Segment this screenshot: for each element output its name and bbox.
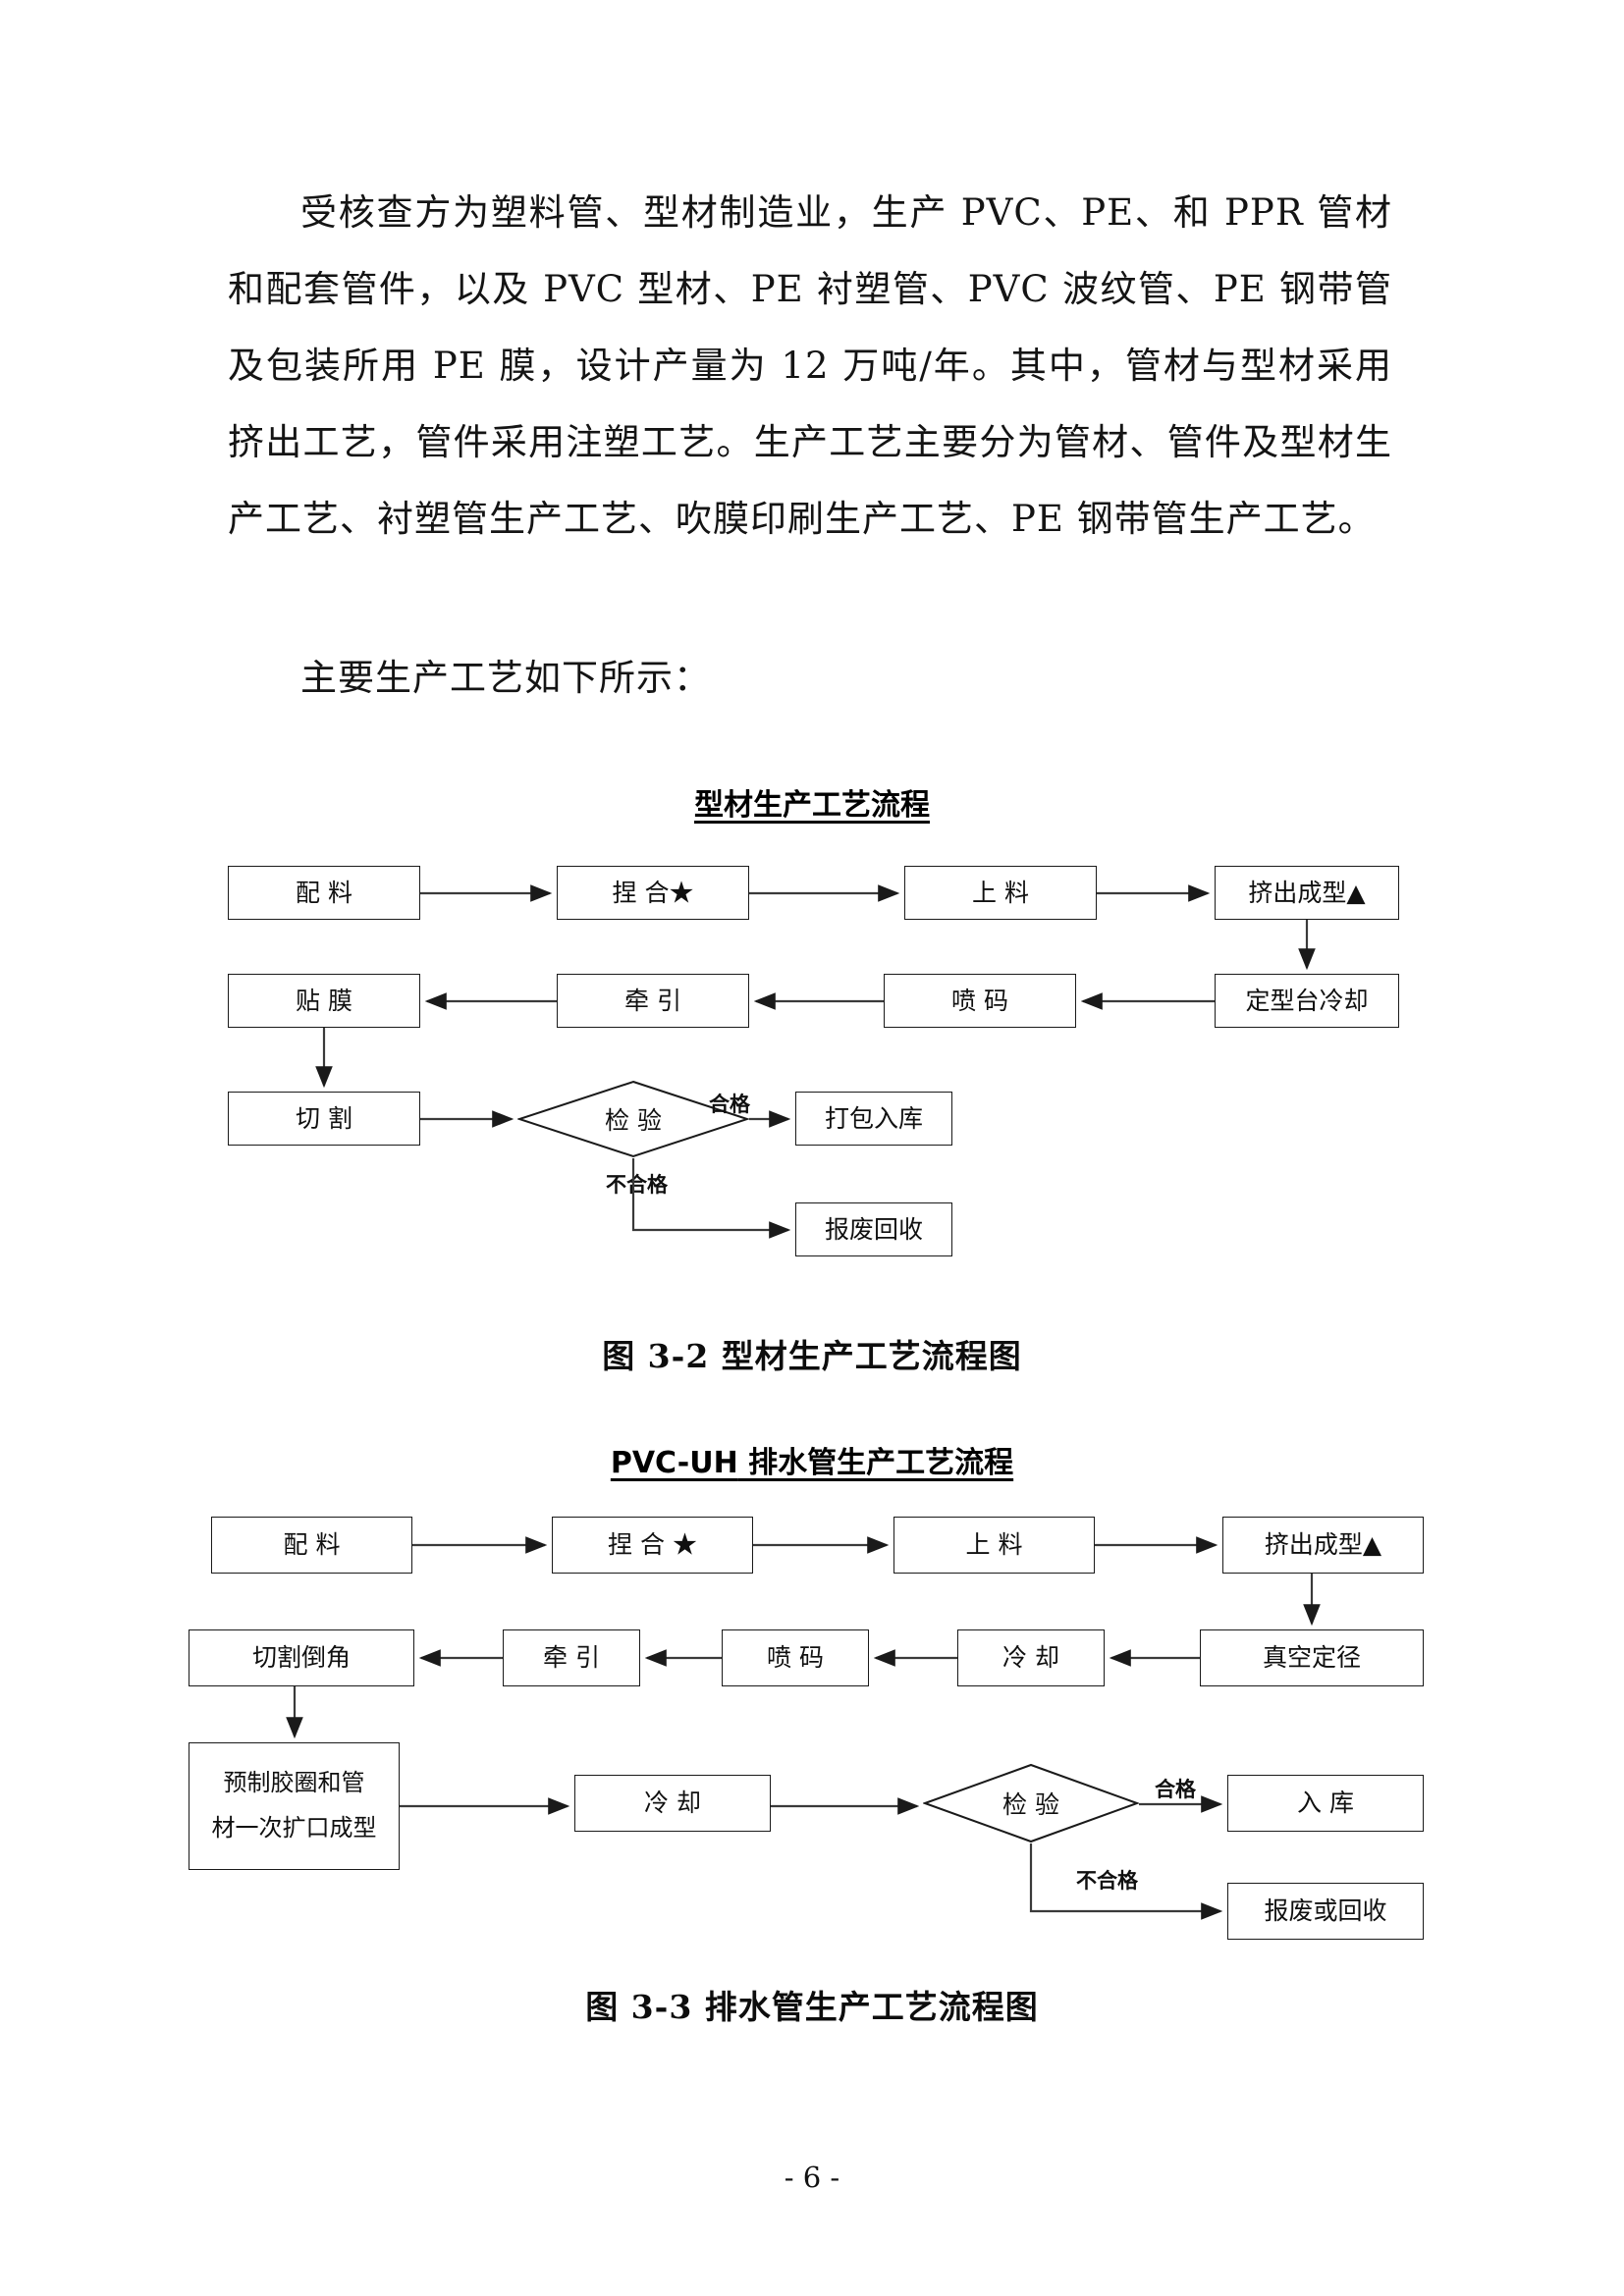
node-dingxingtailengque-1: 定型台冷却 bbox=[1215, 974, 1399, 1028]
figure-2-connectors bbox=[286, 1536, 1321, 1920]
node-baofeihuohuishou-2: 报废或回收 bbox=[1227, 1883, 1424, 1940]
node-qianyin-1: 牵 引 bbox=[557, 974, 749, 1028]
node-lengque-2b: 冷 却 bbox=[574, 1775, 771, 1832]
node-jianyan-diamond-1: 检 验 bbox=[517, 1080, 749, 1158]
node-tiemo-1: 贴 膜 bbox=[228, 974, 420, 1028]
edge-label-pass-2: 合格 bbox=[1155, 1778, 1196, 1801]
node-peiliao-2: 配 料 bbox=[211, 1517, 412, 1574]
figure-2-title-rest: 排水管生产工艺流程 bbox=[737, 1446, 1014, 1480]
node-dabaoruku-1: 打包入库 bbox=[795, 1092, 952, 1146]
node-niehe-1: 捏 合★ bbox=[557, 866, 749, 920]
node-baofeihuishou-1: 报废回收 bbox=[795, 1202, 952, 1256]
node-yuzhijiaoquan-2: 预制胶圈和管 材一次扩口成型 bbox=[189, 1742, 400, 1870]
body-paragraph-1: 受核查方为塑料管、型材制造业，生产 PVC、PE、和 PPR 管材和配套管件，以… bbox=[228, 191, 1392, 540]
node-yuzhijiaoquan-line1: 预制胶圈和管 bbox=[223, 1769, 365, 1797]
figure-1-flowchart: 型材生产工艺流程 配 料 捏 合★ 上 料 挤出成型▲ 贴 膜 牵 引 喷 码 … bbox=[228, 788, 1399, 1256]
figure-1-connectors bbox=[315, 884, 1316, 1239]
page-number: - 6 - bbox=[784, 2161, 840, 2194]
node-penma-2: 喷 码 bbox=[722, 1629, 869, 1686]
node-shangliao-2: 上 料 bbox=[893, 1517, 1095, 1574]
node-zhenkongdingjing-2: 真空定径 bbox=[1200, 1629, 1424, 1686]
node-qiege-1: 切 割 bbox=[228, 1092, 420, 1146]
edge-label-fail-2: 不合格 bbox=[1076, 1869, 1138, 1893]
node-ruku-2: 入 库 bbox=[1227, 1775, 1424, 1832]
figure-2-title: PVC-UH 排水管生产工艺流程 bbox=[0, 1438, 1624, 1481]
node-qiegedaojiao-2: 切割倒角 bbox=[189, 1629, 414, 1686]
node-shangliao-1: 上 料 bbox=[904, 866, 1097, 920]
figure-1-caption: 图 3-2 型材生产工艺流程图 bbox=[602, 1337, 1022, 1375]
figure-2-caption: 图 3-3 排水管生产工艺流程图 bbox=[585, 1988, 1039, 2026]
edge-label-fail-1: 不合格 bbox=[606, 1173, 668, 1197]
figure-1-title: 型材生产工艺流程 bbox=[694, 788, 930, 823]
node-niehe-2: 捏 合 ★ bbox=[552, 1517, 753, 1574]
node-jianyan-label-1: 检 验 bbox=[605, 1106, 662, 1135]
node-jichuchengxing-2: 挤出成型▲ bbox=[1222, 1517, 1424, 1574]
body-paragraph-2: 主要生产工艺如下所示： bbox=[300, 657, 711, 699]
figure-2-title-prefix: PVC-UH bbox=[610, 1446, 738, 1480]
node-jichuchengxing-1: 挤出成型▲ bbox=[1215, 866, 1399, 920]
node-yuzhijiaoquan-line2: 材一次扩口成型 bbox=[211, 1814, 377, 1842]
node-peiliao-1: 配 料 bbox=[228, 866, 420, 920]
node-lengque-2a: 冷 却 bbox=[957, 1629, 1105, 1686]
edge-label-pass-1: 合格 bbox=[709, 1093, 750, 1116]
node-qianyin-2: 牵 引 bbox=[503, 1629, 640, 1686]
node-jianyan-label-2: 检 验 bbox=[1002, 1790, 1059, 1819]
node-penma-1: 喷 码 bbox=[884, 974, 1076, 1028]
figure-2-flowchart: PVC-UH 排水管生产工艺流程 配 料 捏 合 ★ 上 料 挤出成型▲ 切割倒… bbox=[0, 1438, 1624, 1940]
node-jianyan-diamond-2: 检 验 bbox=[923, 1763, 1139, 1843]
